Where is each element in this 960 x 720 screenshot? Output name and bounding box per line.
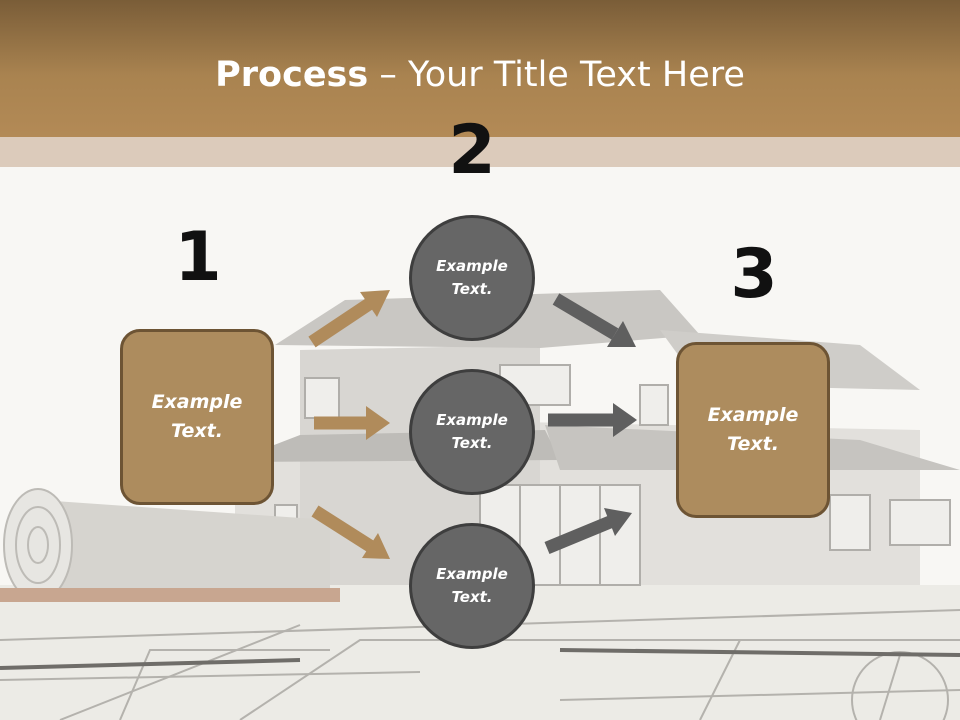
circle-bottom[interactable]: Example Text.	[409, 523, 535, 649]
step-box-3[interactable]: Example Text.	[676, 342, 830, 518]
circle-middle[interactable]: Example Text.	[409, 369, 535, 495]
header-subband	[0, 137, 960, 167]
step-box-1[interactable]: Example Text.	[120, 329, 274, 505]
circle-middle-text: Example Text.	[436, 411, 508, 452]
slide-title: Process – Your Title Text Here	[0, 52, 960, 98]
circle-bottom-text: Example Text.	[436, 565, 508, 606]
header-band	[0, 0, 960, 137]
step-number-3: 3	[730, 235, 778, 314]
circle-top-text: Example Text.	[436, 257, 508, 298]
title-bold: Process	[215, 55, 369, 95]
step-box-1-text: Example Text.	[151, 391, 243, 442]
step-number-1: 1	[174, 218, 222, 297]
title-rest: Your Title Text Here	[407, 55, 745, 95]
circle-top[interactable]: Example Text.	[409, 215, 535, 341]
step-box-3-text: Example Text.	[707, 404, 799, 455]
title-dash: –	[368, 55, 408, 95]
step-number-2: 2	[448, 111, 496, 190]
